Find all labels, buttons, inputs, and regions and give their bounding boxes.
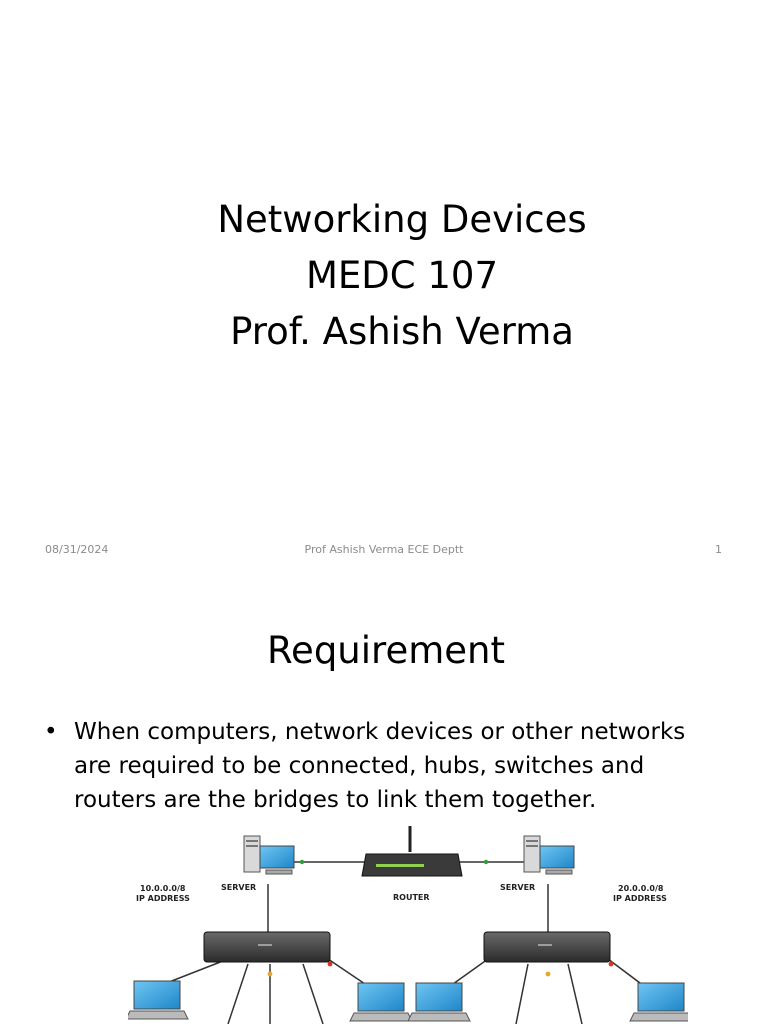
- footer-author: Prof Ashish Verma ECE Deptt: [304, 543, 464, 556]
- right-server-label: SERVER: [500, 883, 535, 892]
- right-network-caption: IP ADDRESS: [613, 894, 667, 903]
- server-icon: [523, 835, 575, 875]
- network-diagram: SERVER SERVER ROUTER 10.0.0.0/8 IP ADDRE…: [128, 826, 688, 1024]
- laptop-icon: [349, 982, 413, 1022]
- title-line-2: MEDC 107: [305, 254, 498, 297]
- laptop-icon: [629, 982, 688, 1022]
- left-server-label: SERVER: [221, 883, 256, 892]
- footer-page-number: 1: [715, 543, 722, 556]
- laptop-icon: [407, 982, 471, 1022]
- footer-date: 08/31/2024: [45, 543, 109, 556]
- title-line-1: Networking Devices: [217, 198, 587, 241]
- left-network-caption: IP ADDRESS: [136, 894, 190, 903]
- router-icon: [361, 826, 463, 877]
- left-network-address: 10.0.0.0/8: [140, 884, 186, 893]
- link-indicators: [267, 859, 614, 977]
- laptop-icon: [128, 980, 189, 1020]
- bullet-text: When computers, network devices or other…: [74, 719, 686, 813]
- router-label: ROUTER: [393, 893, 430, 902]
- slide-title: Networking Devices MEDC 107 Prof. Ashish…: [0, 192, 768, 360]
- slide-heading: Requirement: [267, 629, 505, 672]
- title-slide: Networking Devices MEDC 107 Prof. Ashish…: [0, 192, 768, 556]
- switch-icon: [483, 931, 611, 963]
- title-line-3: Prof. Ashish Verma: [230, 310, 574, 353]
- right-network-address: 20.0.0.0/8: [618, 884, 664, 893]
- switch-icon: [203, 931, 331, 963]
- bullet-icon: •: [44, 719, 58, 745]
- server-icon: [243, 835, 295, 875]
- content-slide: Requirement • When computers, network de…: [0, 576, 768, 1024]
